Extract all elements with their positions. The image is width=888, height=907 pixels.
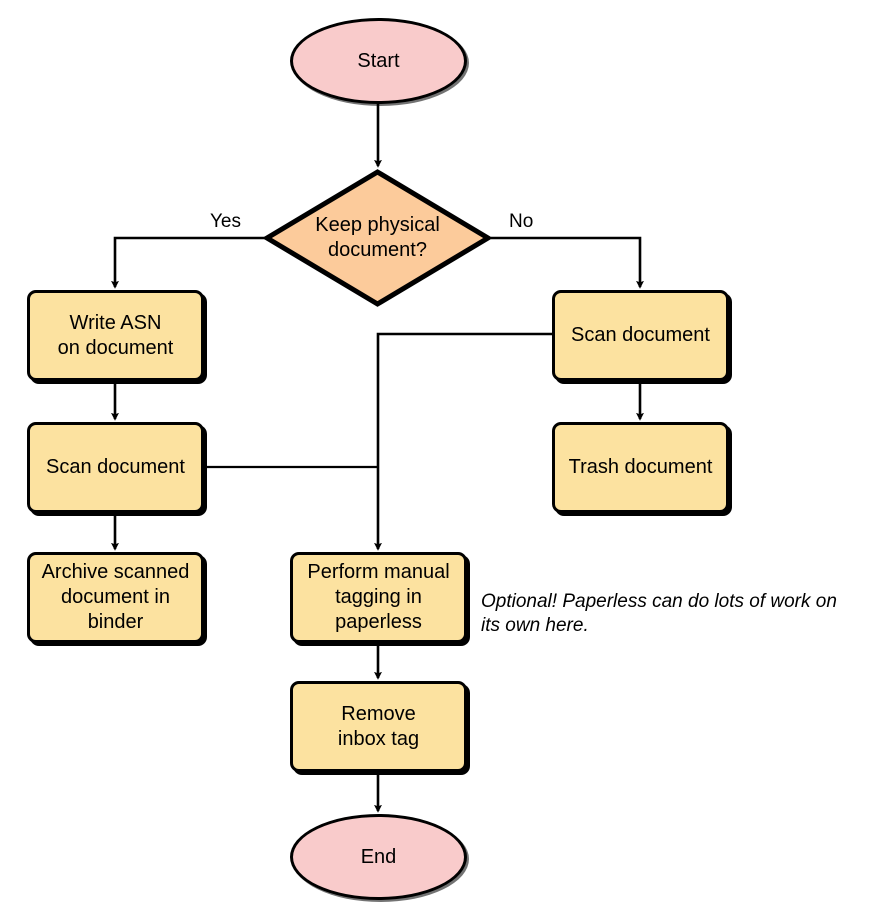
node-perform-manual-tagging[interactable]: Perform manual tagging in paperless: [290, 552, 467, 643]
node-scan-document-right[interactable]: Scan document: [552, 290, 729, 381]
node-archive-scanned-document-label: Archive scanned document in binder: [41, 561, 190, 633]
edge-label-no-text: No: [509, 211, 534, 232]
edge-label-yes-text: Yes: [210, 211, 241, 232]
edge-decision-no-to-scan-right: [491, 236, 644, 289]
node-scan-document-right-label: Scan document: [571, 324, 710, 346]
annotation-optional-note: Optional! Paperless can do lots of work …: [481, 591, 837, 636]
node-start[interactable]: Start: [290, 18, 467, 104]
node-archive-scanned-document[interactable]: Archive scanned document in binder: [27, 552, 204, 643]
node-end-label: End: [360, 845, 397, 868]
node-start-label: Start: [357, 49, 400, 72]
edge-scan-right-to-manual-tagging: [374, 332, 553, 551]
node-write-asn-on-document[interactable]: Write ASN on document: [27, 290, 204, 381]
node-scan-document-left[interactable]: Scan document: [27, 422, 204, 513]
node-end[interactable]: End: [290, 814, 467, 900]
edge-label-yes: Yes: [210, 211, 241, 233]
edge-label-no: No: [509, 211, 533, 233]
node-trash-document[interactable]: Trash document: [552, 422, 729, 513]
node-perform-manual-tagging-label: Perform manual tagging in paperless: [307, 561, 450, 633]
node-scan-document-left-label: Scan document: [46, 456, 185, 478]
node-keep-physical-document-label: Keep physical document?: [315, 214, 440, 261]
node-trash-document-label: Trash document: [568, 456, 713, 478]
node-remove-inbox-tag[interactable]: Remove inbox tag: [290, 681, 467, 772]
decision-diamond-shape: [263, 169, 492, 307]
edge-decision-yes-to-write-asn: [111, 236, 265, 289]
node-write-asn-on-document-label: Write ASN on document: [57, 311, 174, 359]
node-remove-inbox-tag-label: Remove inbox tag: [337, 702, 420, 750]
node-keep-physical-document[interactable]: Keep physical document?: [263, 168, 492, 308]
